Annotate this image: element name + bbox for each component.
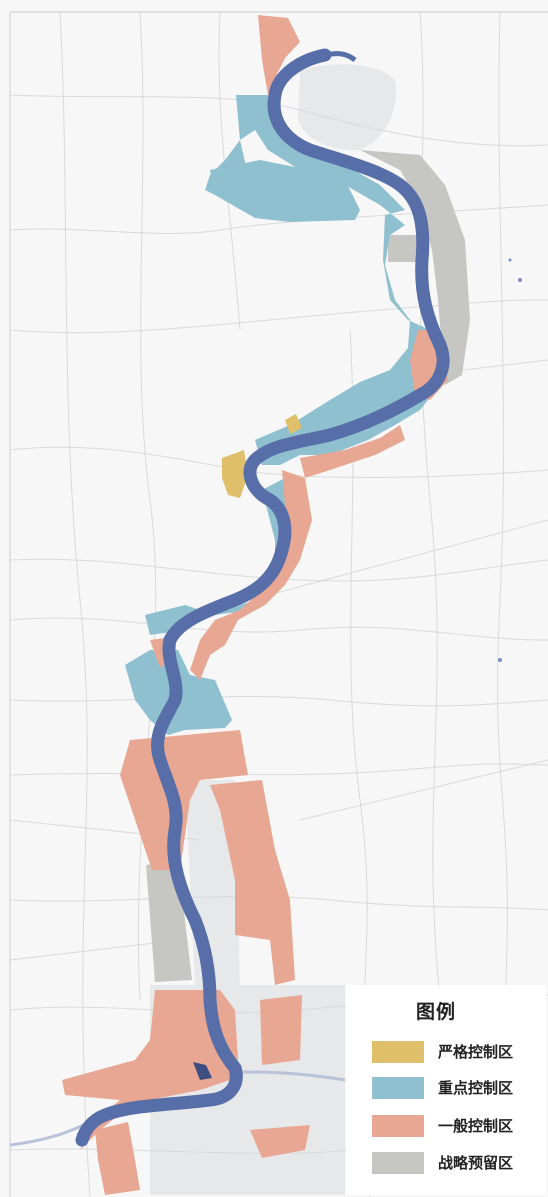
legend-label-reserve: 战略预留区	[438, 1154, 514, 1172]
strict-control-zones	[222, 414, 302, 498]
river	[75, 48, 450, 1147]
key-zone-middle	[145, 478, 292, 635]
legend-title: 图例	[415, 1001, 456, 1023]
general-zone-southeast-corner	[250, 1125, 310, 1158]
river-tributary-north	[324, 51, 357, 63]
general-zone-north	[258, 15, 300, 95]
general-zone-south-large	[62, 990, 238, 1150]
general-zone-river-south-bank	[300, 425, 405, 478]
legend-swatch-key	[372, 1077, 424, 1099]
map-frame	[9, 11, 548, 1197]
key-zone-north	[205, 95, 440, 465]
legend: 图例 严格控制区 重点控制区 一般控制区 战略预留区	[346, 985, 546, 1195]
general-zone-middle	[190, 470, 312, 680]
general-zone-south-east	[210, 780, 295, 985]
legend-label-key: 重点控制区	[438, 1079, 514, 1097]
legend-label-general: 一般控制区	[438, 1117, 514, 1135]
reserve-zone-north-block	[388, 235, 420, 262]
legend-item-strategic-reserve-zone: 战略预留区	[372, 1151, 542, 1175]
legend-item-strict-control-zone: 严格控制区	[372, 1040, 542, 1064]
legend-label-strict: 严格控制区	[438, 1043, 514, 1061]
general-zone-southwest-corner	[95, 1122, 140, 1195]
legend-item-key-control-zone: 重点控制区	[372, 1076, 542, 1100]
legend-swatch-strict	[372, 1041, 424, 1063]
legend-item-general-control-zone: 一般控制区	[372, 1114, 542, 1138]
key-control-zones	[125, 95, 440, 735]
strict-zone-small	[285, 414, 302, 434]
strict-zone-main	[222, 450, 248, 498]
legend-swatch-reserve	[372, 1152, 424, 1174]
legend-swatch-general	[372, 1115, 424, 1137]
builtup-area-north	[298, 64, 396, 151]
reserve-zone-northeast	[360, 150, 470, 385]
general-zone-south-east-small	[260, 995, 302, 1065]
river-small-pond	[193, 1062, 212, 1080]
small-water-features	[498, 258, 522, 662]
general-control-zones	[62, 15, 448, 1195]
general-zone-south-west	[120, 730, 248, 870]
key-zone-northwest	[210, 160, 360, 222]
